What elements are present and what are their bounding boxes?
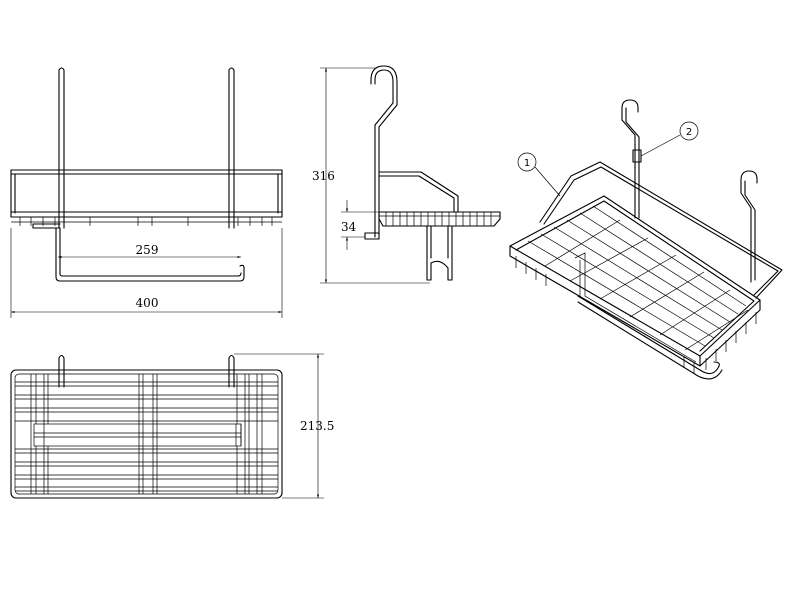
top-inner-frame	[14, 373, 279, 495]
callout-1-label: 1	[524, 158, 530, 169]
dim-34-label: 34	[341, 220, 357, 234]
side-hook	[370, 65, 398, 238]
dim-213-extension	[234, 353, 324, 499]
side-basket-wires	[385, 212, 492, 226]
callout-1-leader	[534, 166, 561, 197]
callout-2-leader	[640, 134, 681, 157]
dim-400-extension	[10, 228, 283, 318]
front-left-hook	[58, 67, 65, 229]
front-top-rail	[10, 169, 283, 175]
iso-left-hook	[621, 99, 640, 219]
iso-floor-wires-cross	[544, 219, 749, 351]
top-towel-bar	[33, 423, 242, 447]
front-towel-bar	[55, 227, 245, 282]
iso-hook-collar	[632, 149, 642, 163]
iso-inner-rack	[574, 252, 697, 363]
front-view: 259 400	[10, 67, 283, 318]
callout-2-label: 2	[686, 127, 692, 138]
dim-316-extension	[320, 67, 430, 284]
top-right-hook	[228, 354, 235, 388]
dim-34-extension	[341, 211, 379, 238]
side-view: 316 34	[312, 65, 501, 284]
top-towel-bar-detail	[34, 424, 242, 446]
dim-316-label: 316	[312, 169, 335, 183]
front-right-hook	[228, 67, 235, 229]
side-basket	[378, 211, 501, 227]
side-hook-foot	[364, 232, 380, 240]
top-outer-frame	[10, 369, 283, 499]
side-upper-arm	[378, 171, 459, 213]
front-wire-ends	[19, 217, 273, 226]
top-horizontal-wires	[15, 381, 278, 492]
iso-floor-wires-long	[527, 205, 747, 347]
iso-basket-front	[509, 245, 761, 367]
iso-wire-ends	[515, 256, 757, 374]
top-vertical-wires	[30, 374, 263, 494]
iso-towel-bar	[577, 295, 723, 380]
isometric-view: 1 2	[509, 99, 783, 380]
top-left-hook	[58, 354, 65, 388]
iso-top-rail	[539, 161, 783, 299]
top-view: 213.5	[10, 353, 334, 499]
front-basket-base	[10, 211, 283, 218]
dim-213-label: 213.5	[300, 419, 334, 433]
dim-400-label: 400	[136, 296, 159, 310]
callout-2-circle	[679, 121, 699, 141]
front-bar-mount	[32, 223, 61, 229]
iso-basket-frame	[509, 195, 761, 357]
dim-259-label: 259	[136, 243, 159, 257]
front-side-posts	[10, 173, 283, 214]
callout-1-circle	[517, 152, 537, 172]
iso-right-hook	[740, 170, 758, 283]
side-towel-bar	[426, 225, 453, 281]
